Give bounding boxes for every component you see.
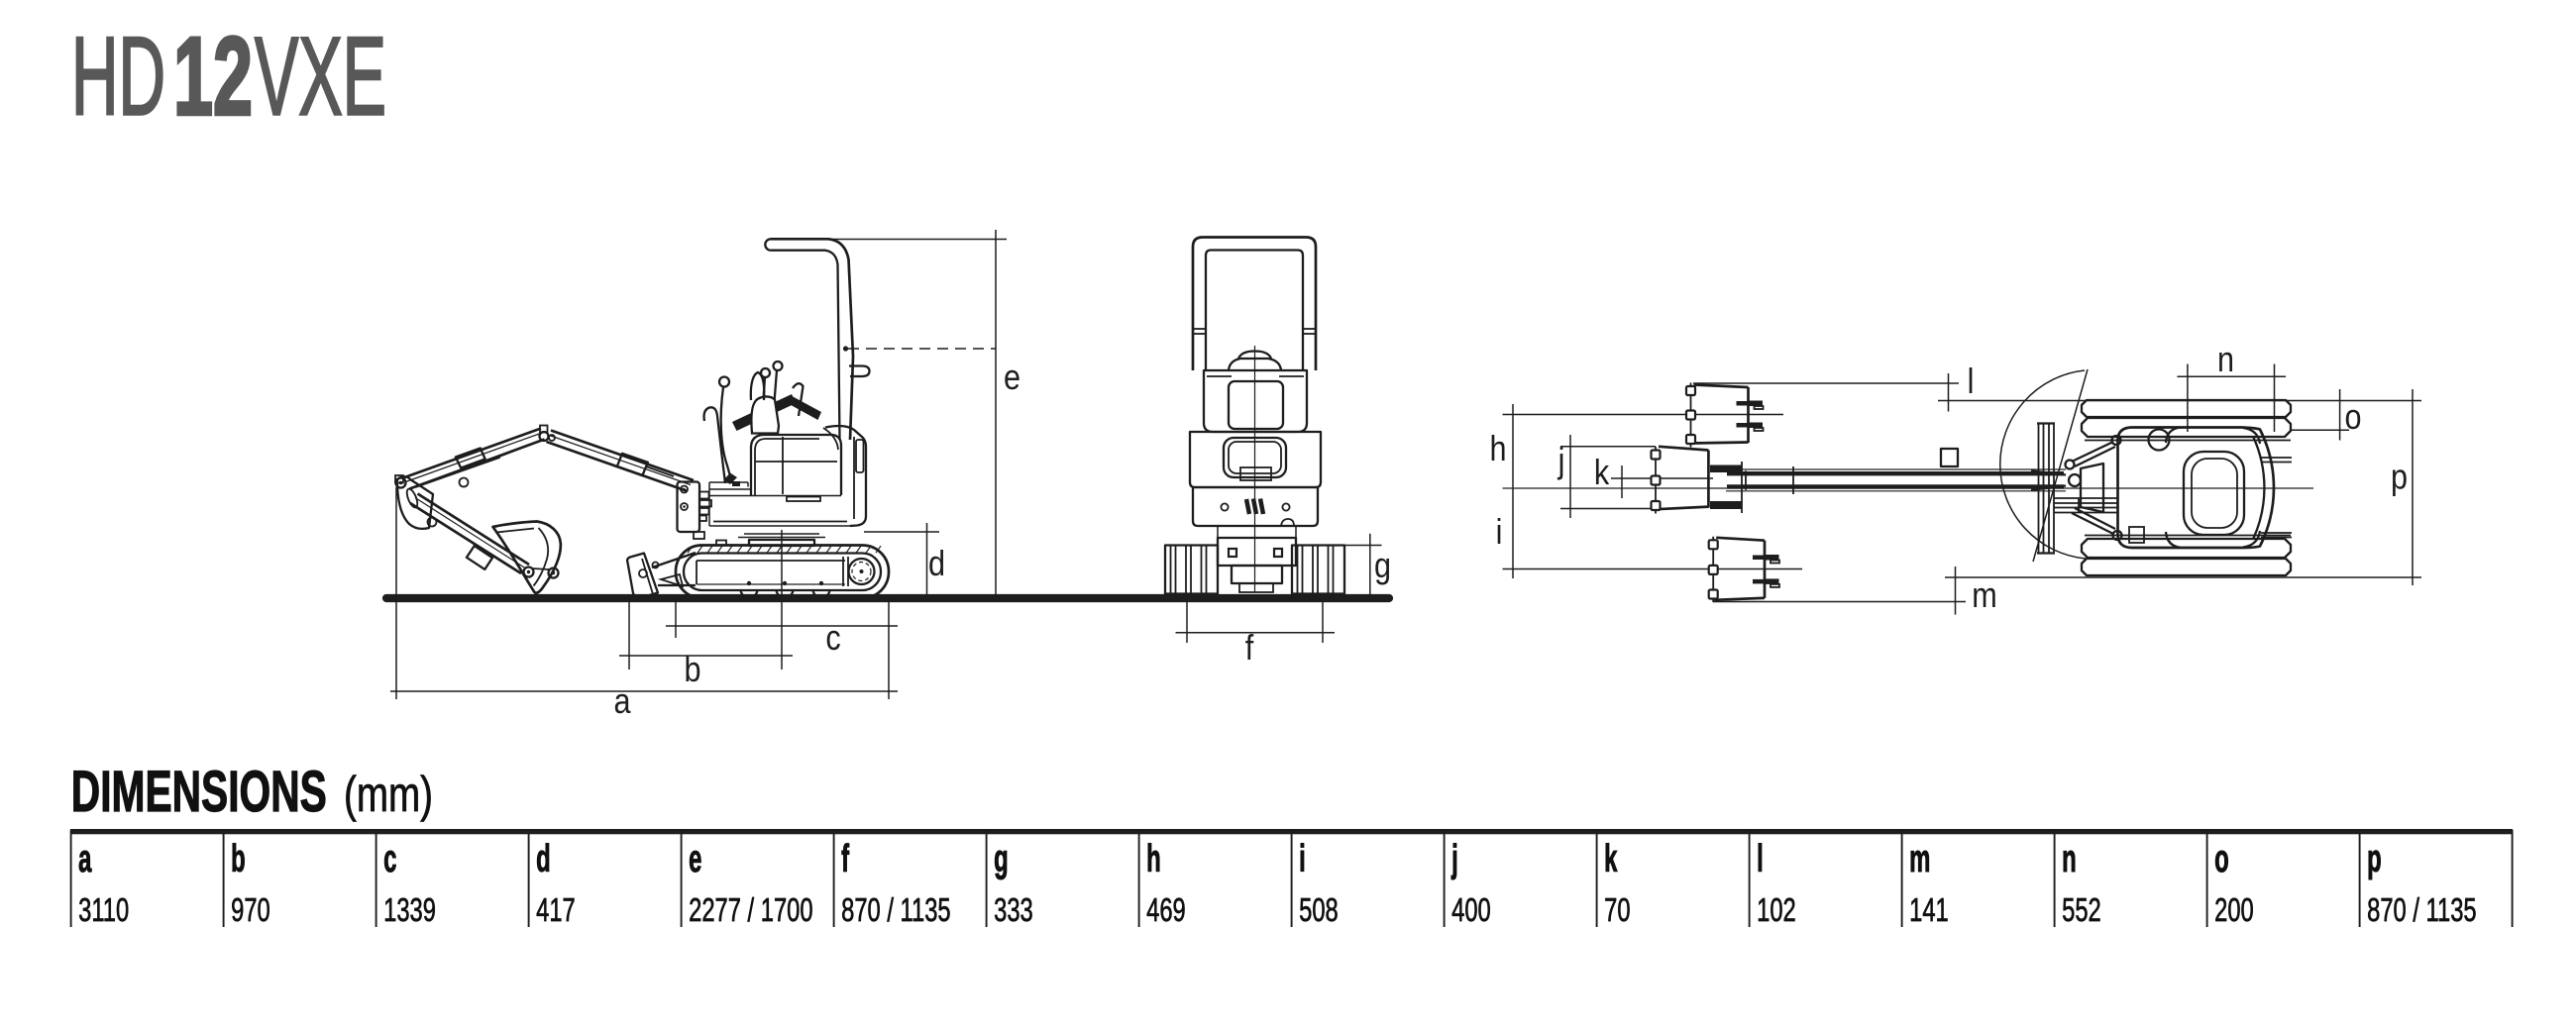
svg-text:70: 70 [1604, 892, 1630, 929]
svg-text:200: 200 [2214, 892, 2254, 929]
svg-text:1339: 1339 [383, 892, 436, 929]
svg-text:2277 / 1700: 2277 / 1700 [689, 892, 813, 929]
svg-text:c: c [825, 619, 840, 659]
svg-text:i: i [1299, 837, 1306, 879]
svg-text:l: l [1968, 362, 1975, 402]
svg-text:870 / 1135: 870 / 1135 [841, 892, 951, 929]
svg-text:508: 508 [1299, 892, 1339, 929]
svg-text:102: 102 [1757, 892, 1796, 929]
svg-text:e: e [689, 837, 701, 879]
svg-text:469: 469 [1146, 892, 1186, 929]
svg-text:333: 333 [994, 892, 1033, 929]
svg-text:d: d [928, 545, 945, 584]
svg-text:970: 970 [231, 892, 270, 929]
svg-text:k: k [1594, 454, 1610, 493]
svg-text:e: e [1004, 359, 1020, 398]
svg-text:552: 552 [2062, 892, 2101, 929]
svg-text:l: l [1757, 837, 1764, 879]
svg-text:b: b [231, 837, 246, 879]
svg-text:p: p [2391, 458, 2408, 497]
svg-text:j: j [1450, 837, 1457, 879]
svg-text:(mm): (mm) [344, 767, 433, 822]
svg-text:j: j [1557, 442, 1565, 481]
svg-text:f: f [841, 837, 849, 879]
svg-text:a: a [613, 682, 630, 722]
svg-text:n: n [2217, 341, 2234, 380]
svg-text:d: d [536, 837, 551, 879]
svg-text:h: h [1146, 837, 1161, 879]
svg-text:VXE: VXE [255, 15, 386, 139]
svg-text:i: i [1496, 513, 1503, 553]
svg-text:3110: 3110 [78, 892, 129, 929]
svg-text:k: k [1604, 837, 1617, 879]
svg-text:h: h [1489, 430, 1506, 469]
svg-text:DIMENSIONS: DIMENSIONS [71, 760, 327, 824]
svg-text:f: f [1245, 629, 1254, 669]
svg-text:b: b [684, 651, 700, 690]
svg-text:12: 12 [173, 15, 253, 139]
svg-text:p: p [2367, 837, 2382, 879]
svg-text:o: o [2214, 837, 2229, 879]
svg-text:g: g [1374, 547, 1391, 586]
svg-text:400: 400 [1451, 892, 1491, 929]
svg-text:m: m [1972, 576, 1996, 616]
svg-text:870 / 1135: 870 / 1135 [2367, 892, 2477, 929]
svg-text:c: c [383, 837, 396, 879]
svg-text:a: a [78, 837, 92, 879]
svg-text:HD: HD [71, 15, 165, 139]
svg-text:n: n [2062, 837, 2077, 879]
svg-text:141: 141 [1909, 892, 1949, 929]
svg-text:417: 417 [536, 892, 576, 929]
svg-text:o: o [2344, 398, 2361, 438]
svg-text:m: m [1909, 837, 1930, 879]
svg-text:g: g [994, 837, 1009, 879]
